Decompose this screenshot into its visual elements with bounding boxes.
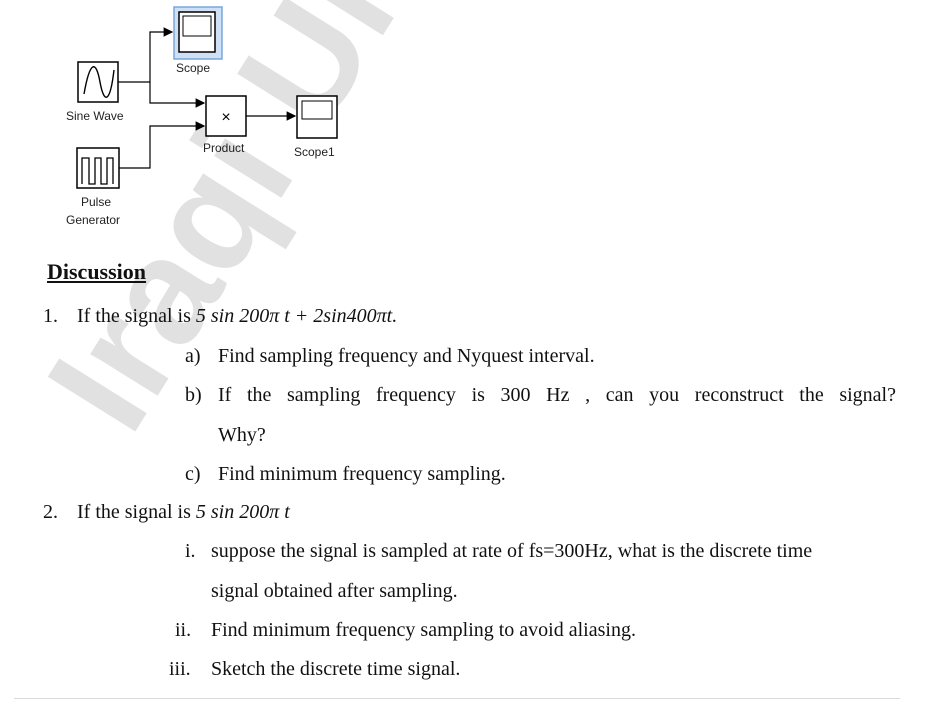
q1-a-text: Find sampling frequency and Nyquest inte… bbox=[218, 345, 595, 367]
product-symbol: × bbox=[221, 109, 230, 126]
q2-number: 2. bbox=[43, 501, 58, 523]
bottom-rule bbox=[14, 698, 900, 699]
q2-ii-marker: ii. bbox=[175, 619, 192, 641]
q1-b-continuation: Why? bbox=[218, 424, 266, 446]
discussion-heading: Discussion bbox=[47, 259, 147, 284]
q1-b-text: If the sampling frequency is 300 Hz , ca… bbox=[218, 384, 896, 406]
question-1: 1. If the signal is 5 sin 200π t + 2sin40… bbox=[43, 305, 397, 327]
q2-i-marker: i. bbox=[185, 540, 196, 562]
q2-text: If the signal is bbox=[77, 501, 196, 523]
sine-wave-block[interactable] bbox=[77, 61, 119, 103]
q2-ii-text: Find minimum frequency sampling to avoid… bbox=[211, 619, 636, 641]
q2-i-continuation: signal obtained after sampling. bbox=[211, 580, 458, 602]
q1-item-a: a) Find sampling frequency and Nyquest in… bbox=[185, 345, 595, 367]
simulink-diagram: Scope Sine Wave × Product Scope1 Pulse G… bbox=[66, 6, 338, 227]
q2-iii-text: Sketch the discrete time signal. bbox=[211, 658, 461, 680]
scope1-block[interactable] bbox=[296, 95, 338, 139]
q1-b-marker: b) bbox=[185, 384, 202, 406]
pulse-label-line1: Pulse bbox=[81, 195, 111, 209]
q1-number: 1. bbox=[43, 305, 58, 327]
q1-a-marker: a) bbox=[185, 345, 201, 367]
q1-text: If the signal is bbox=[77, 305, 196, 327]
pulse-generator-block[interactable] bbox=[76, 147, 120, 189]
signal-lines bbox=[118, 27, 297, 169]
scope-label: Scope bbox=[176, 61, 210, 75]
q2-math: 5 sin 200π t bbox=[195, 501, 290, 523]
sine-wave-icon bbox=[83, 66, 115, 98]
pulse-label-line2: Generator bbox=[66, 213, 120, 227]
q2-i-text: suppose the signal is sampled at rate of… bbox=[211, 540, 813, 562]
scope-block[interactable] bbox=[173, 6, 223, 60]
product-label: Product bbox=[203, 141, 245, 155]
q2-iii-marker: iii. bbox=[169, 658, 191, 680]
q1-math: 5 sin 200π t + 2sin400πt. bbox=[195, 305, 398, 327]
question-2: 2. If the signal is 5 sin 200π t bbox=[43, 501, 290, 523]
scope1-label: Scope1 bbox=[294, 145, 335, 159]
q1-c-text: Find minimum frequency sampling. bbox=[218, 463, 506, 485]
product-block[interactable]: × bbox=[205, 95, 247, 137]
pulse-icon bbox=[81, 157, 114, 185]
sine-wave-label: Sine Wave bbox=[66, 109, 124, 123]
q1-item-c: c) Find minimum frequency sampling. bbox=[185, 463, 506, 485]
q1-c-marker: c) bbox=[185, 463, 201, 485]
